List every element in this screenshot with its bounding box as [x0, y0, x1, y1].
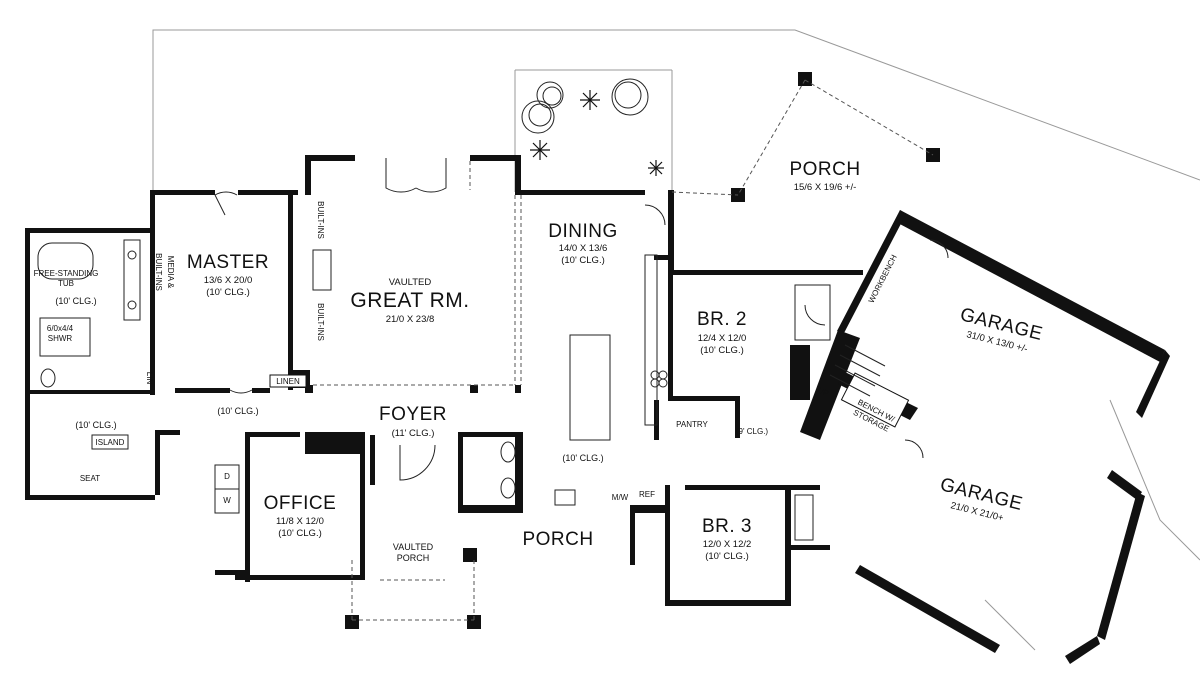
- hall-clg: (10' CLG.): [217, 406, 258, 416]
- garage-stairs: [829, 344, 886, 397]
- master-size: 13/6 X 20/0: [204, 275, 253, 286]
- small-labels: FREE-STANDING TUB (10' CLG.) 6/0x4/4 SHW…: [34, 201, 899, 505]
- tub-label-2: TUB: [58, 279, 74, 288]
- porch-rear-name: PORCH: [789, 159, 860, 180]
- great-name: GREAT RM.: [350, 289, 469, 312]
- foyer-name: FOYER: [379, 404, 447, 425]
- porch-front-name: PORCH: [522, 529, 593, 550]
- great-size: 21/0 X 23/8: [386, 314, 435, 325]
- dining-name: DINING: [548, 221, 618, 242]
- br3-size: 12/0 X 12/2: [703, 539, 752, 550]
- shower-label-1: 6/0x4/4: [47, 324, 74, 333]
- br3-name: BR. 3: [702, 516, 752, 537]
- foyer-clg: (11' CLG.): [392, 428, 435, 439]
- great-vaulted: VAULTED: [389, 277, 432, 288]
- exterior-outline: [152, 29, 1200, 651]
- br2-clg: (10' CLG.): [700, 345, 744, 356]
- vaulted-porch-line2: PORCH: [397, 553, 430, 563]
- pantry-label: PANTRY: [676, 420, 708, 429]
- media-label-1: MEDIA &: [166, 256, 175, 289]
- master-clg: (10' CLG.): [206, 287, 250, 298]
- tub-label-1: FREE-STANDING: [34, 269, 99, 278]
- kitchen-clg: (10' CLG.): [562, 453, 603, 463]
- dining-clg: (10' CLG.): [561, 255, 605, 266]
- br3-clg: (10' CLG.): [705, 551, 749, 562]
- br2-size: 12/4 X 12/0: [698, 333, 747, 344]
- island-label: ISLAND: [96, 438, 125, 447]
- closet-clg: (10' CLG.): [75, 420, 116, 430]
- br2-clg-label: (9' CLG.): [736, 427, 769, 436]
- bath-clg: (10' CLG.): [55, 296, 96, 306]
- vaulted-porch-line1: VAULTED: [393, 542, 434, 552]
- linen-label: LINEN: [276, 377, 300, 386]
- office-size: 11/8 X 12/0: [276, 516, 324, 527]
- lin-label: LIN: [145, 372, 154, 385]
- office-clg: (10' CLG.): [278, 528, 322, 539]
- washer-label: W: [223, 496, 231, 505]
- master-name: MASTER: [187, 252, 269, 273]
- landscape-plants: [521, 78, 664, 176]
- office-name: OFFICE: [264, 493, 337, 514]
- porch-rear-size: 15/6 X 19/6 +/-: [794, 182, 857, 193]
- dining-size: 14/0 X 13/6: [559, 243, 608, 254]
- dashed-lines: [313, 79, 934, 621]
- builtins-label-2: BUILT-INS: [316, 303, 325, 341]
- media-label-2: BUILT-INS: [154, 253, 163, 291]
- builtins-label-1: BUILT-INS: [316, 201, 325, 239]
- br2-name: BR. 2: [697, 309, 747, 330]
- walls: [25, 72, 1170, 664]
- doors: [214, 158, 949, 481]
- fixtures: [37, 239, 831, 541]
- shower-label-2: SHWR: [48, 334, 73, 343]
- refrig-label: REF: [639, 490, 655, 499]
- mw-label: M/W: [612, 493, 629, 502]
- dryer-label: D: [224, 472, 230, 481]
- seat-label: SEAT: [80, 474, 100, 483]
